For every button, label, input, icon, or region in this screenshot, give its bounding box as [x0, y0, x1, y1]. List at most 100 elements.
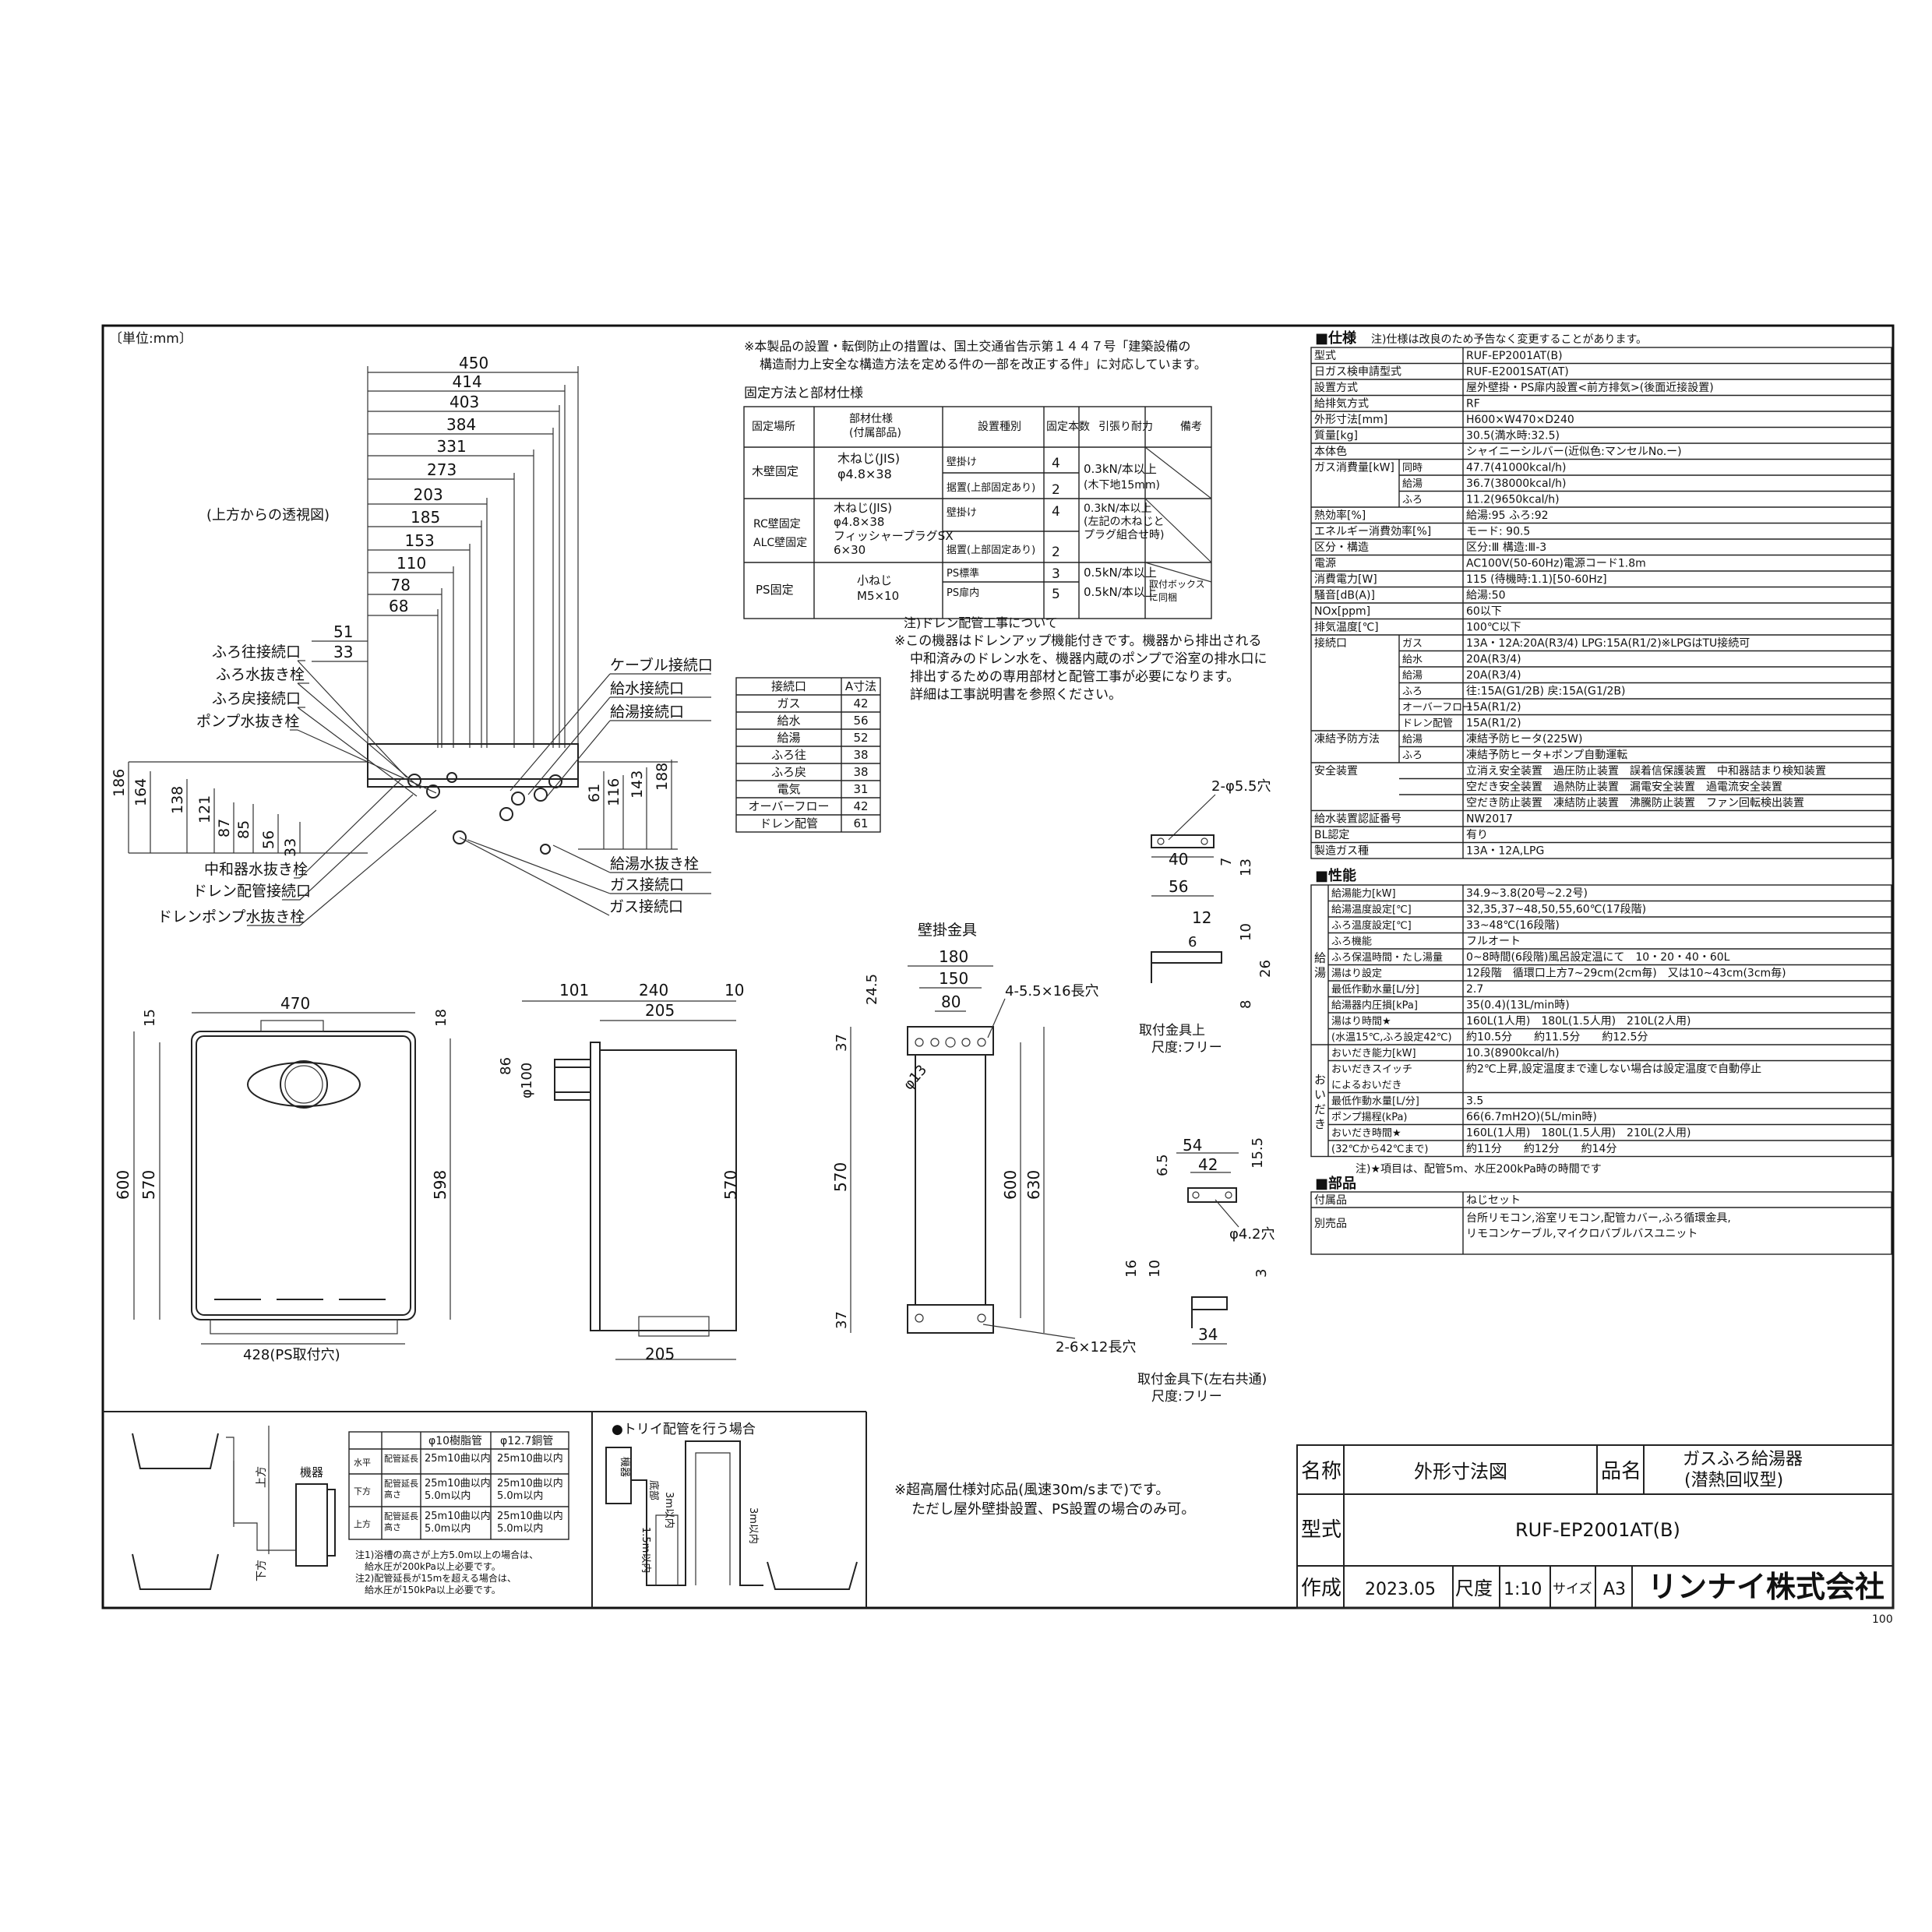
right-vert-dim: 116: [605, 778, 622, 806]
fix-table-header: 設置種別: [978, 421, 1021, 433]
parts-value: ねじセット: [1466, 1194, 1521, 1207]
fix-table-header: 固定本数: [1046, 421, 1090, 433]
pipe-table-cell: 5.0m以内: [425, 1522, 471, 1535]
perf-note: 注)★項目は、配管5m、水圧200kPa時の時間です: [1356, 1163, 1602, 1176]
spec-value: 20A(R3/4): [1466, 669, 1521, 682]
a-table-cell: A寸法: [845, 679, 876, 693]
parts-value: リモコンケーブル,マイクロバブルバスユニット: [1466, 1227, 1698, 1240]
side-dim-a: 86: [498, 1057, 514, 1075]
perf-label: おいだき時間★: [1331, 1128, 1401, 1140]
spec-label: 区分・構造: [1314, 541, 1369, 554]
perf-value: フルオート: [1466, 936, 1521, 948]
pipe-table-cell: 配管延長: [384, 1511, 418, 1521]
spec-sublabel: ドレン配管: [1402, 718, 1453, 730]
perf-value: 34.9~3.8(20号~2.2号): [1466, 887, 1588, 900]
high-note-1: ※超高層仕様対応品(風速30m/sまで)です。: [894, 1482, 1169, 1498]
fix-table-cell: ALC壁固定: [753, 537, 807, 549]
trap-c: 3m以内: [747, 1507, 760, 1544]
front-dim-ps: 428(PS取付穴): [243, 1347, 340, 1363]
fix-table-header: 引張り耐力: [1098, 421, 1153, 433]
perf-value: 約11分 約12分 約14分: [1466, 1143, 1616, 1155]
front-dim-h3: 598: [431, 1170, 450, 1200]
trap-a: 3m以内: [663, 1492, 675, 1528]
spec-label: 凍結予防方法: [1314, 733, 1380, 746]
fix-table-cell: PS扉内: [947, 587, 979, 599]
left-port-label: ポンプ水抜き栓: [196, 713, 299, 730]
lf-label1: 取付金具下(左右共通): [1137, 1372, 1267, 1387]
pipe-table-cell: 25m10曲以内: [497, 1477, 563, 1490]
left-vert-dim: 164: [132, 778, 150, 806]
side-view: 101 240 10 205 205 570 86 φ100: [498, 981, 744, 1363]
left-port-label: ふろ水抜き栓: [216, 666, 305, 683]
uf-hole: 2-φ5.5穴: [1211, 778, 1271, 795]
tb-scale-label: 尺度: [1455, 1578, 1493, 1599]
spec-label: 給排気方式: [1314, 398, 1369, 411]
perf-label: おいだき能力[kW]: [1331, 1048, 1416, 1059]
fix-table-cell: 2: [1052, 545, 1060, 560]
a-table-cell: 電気: [777, 782, 800, 796]
drawing-border: [101, 324, 1895, 1609]
perf-label: 最低作動水量[L/分]: [1331, 984, 1419, 996]
pipe-table-cell: 5.0m以内: [497, 1522, 543, 1535]
spec-sublabel: 給湯: [1402, 734, 1423, 746]
spec-value: 100℃以下: [1466, 622, 1521, 634]
tb-product-label: 品名: [1601, 1460, 1641, 1483]
fix-table-cell: 4: [1052, 504, 1060, 520]
fix-table-title: 固定方法と部材仕様: [744, 386, 863, 401]
drain-note-line: 詳細は工事説明書を参照ください。: [910, 687, 1122, 703]
pipe-note-line: 給水圧が200kPa以上必要です。: [355, 1560, 501, 1572]
fix-table-cell: 0.5kN/本以上: [1084, 566, 1157, 580]
lf-d4: 15.5: [1250, 1137, 1266, 1169]
upper-fitting: 2-φ5.5穴 40 7 13 56 12 6 10 26 8 取付金具上 尺度…: [1139, 778, 1274, 1056]
left-vert-dim: 85: [235, 820, 252, 839]
trap-bottom: 底部: [647, 1480, 660, 1500]
fix-table-cell: RC壁固定: [753, 518, 801, 531]
pipe-table-cell: 25m10曲以内: [425, 1477, 491, 1490]
a-table-cell: 接続口: [771, 679, 806, 693]
spec-value: 20A(R3/4): [1466, 654, 1521, 666]
drain-note-line: ※この機器はドレンアップ機能付きです。機器から排出される: [894, 633, 1262, 649]
fix-table-cell: φ4.8×38: [834, 515, 884, 529]
perf-group: き: [1314, 1117, 1326, 1131]
pipe-up-label: 上方: [256, 1466, 268, 1488]
fix-table-cell: プラグ組合せ時): [1084, 529, 1164, 541]
fix-table-cell: 木ねじ(JIS): [837, 451, 900, 466]
unit-note: 〔単位:mm〕: [109, 331, 192, 347]
perf-label: ポンプ揚程(kPa): [1331, 1111, 1408, 1123]
left-vert-dim: 186: [111, 769, 128, 797]
spec-value: 凍結予防ヒータ+ポンプ自動運転: [1466, 749, 1627, 762]
pipe-down-label: 下方: [256, 1560, 268, 1581]
perf-group: お: [1314, 1073, 1326, 1087]
fix-table-header: (付属部品): [849, 427, 901, 439]
fix-table-cell: 壁掛け: [947, 457, 977, 468]
perf-label: によるおいだき: [1331, 1080, 1402, 1091]
left-port-label: 中和器水抜き栓: [204, 861, 308, 878]
fix-table-cell: 2: [1052, 482, 1060, 498]
pipe-note-line: 注2)配管延長が15mを超える場合は、: [355, 1572, 516, 1584]
lf-hole: φ4.2穴: [1229, 1226, 1275, 1243]
parts-title: ■部品: [1315, 1175, 1356, 1192]
tb-scale: 1:10: [1504, 1580, 1542, 1599]
perf-label: おいだきスイッチ: [1331, 1064, 1412, 1076]
perf-group: だ: [1314, 1102, 1326, 1116]
perf-value: 160L(1人用) 180L(1.5人用) 210L(2人用): [1466, 1015, 1690, 1028]
a-table-cell: 38: [853, 765, 868, 779]
spec-label: BL認定: [1314, 829, 1349, 841]
top-dim: 68: [389, 597, 408, 615]
perf-label: 湯はり時間★: [1331, 1016, 1391, 1028]
parts-table: 付属品ねじセット別売品台所リモコン,浴室リモコン,配管カバー,ふろ循環金具,リモ…: [1310, 1191, 1892, 1255]
perf-label: 湯はり設定: [1331, 968, 1382, 980]
uf-label1: 取付金具上: [1139, 1023, 1205, 1038]
side-dim-d5: 205: [645, 1345, 675, 1363]
fix-table-cell: フィッシャープラグSX: [834, 529, 954, 543]
spec-sublabel: ふろ: [1402, 750, 1423, 762]
spec-label: 本体色: [1314, 445, 1347, 458]
trap-b: 1.5m以内: [640, 1527, 652, 1573]
side-dim-d3: 10: [724, 981, 744, 999]
perf-title: ■性能: [1315, 867, 1356, 884]
pipe-table-cell: 25m10曲以内: [497, 1452, 563, 1465]
right-port-label: 給湯接続口: [610, 703, 684, 721]
fix-table-cell: (木下地15mm): [1084, 479, 1160, 492]
fix-table-cell: PS標準: [947, 567, 979, 580]
